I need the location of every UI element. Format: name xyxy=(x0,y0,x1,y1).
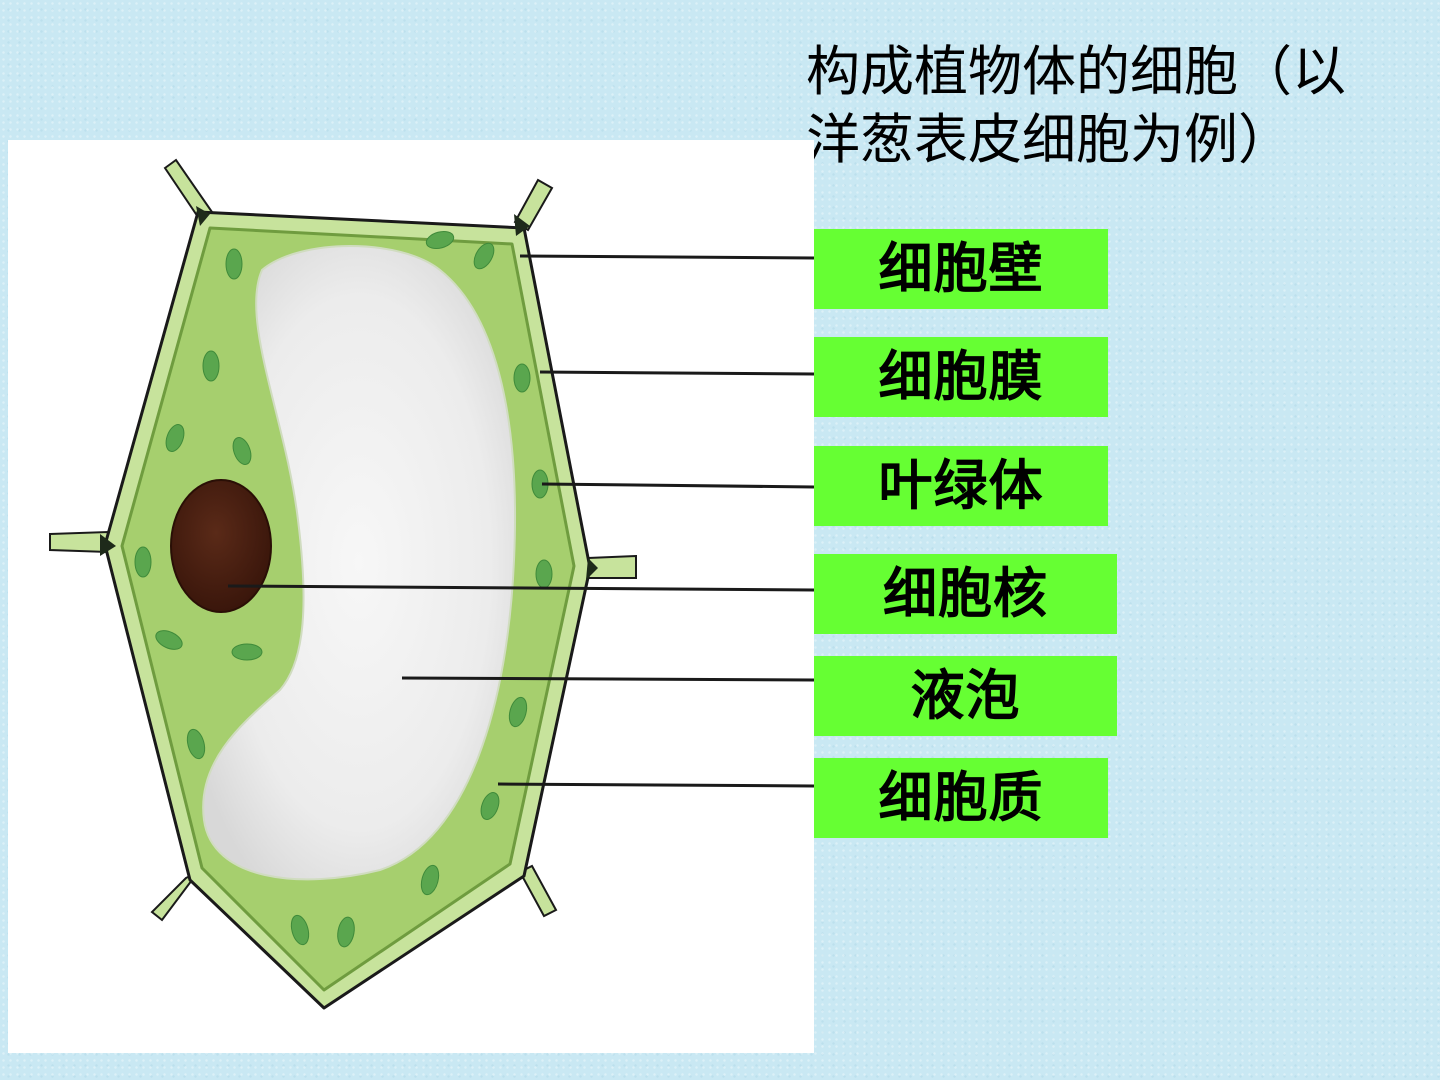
chloroplast xyxy=(337,916,355,948)
chloroplast xyxy=(231,643,263,661)
junction-top-left xyxy=(196,206,210,226)
leader-line-chloroplast xyxy=(541,482,815,489)
leader-line-vacuole xyxy=(401,676,815,682)
chloroplast xyxy=(508,696,528,728)
label-cell-membrane: 细胞膜 xyxy=(814,337,1108,417)
leader-line-cytoplasm xyxy=(497,782,815,788)
slide-title: 构成植物体的细胞（以 洋葱表皮细胞为例） xyxy=(806,38,1406,174)
leader-line-cell-wall xyxy=(519,254,815,260)
wall-junctions xyxy=(100,206,598,580)
junction-left xyxy=(100,534,116,556)
leader-line-nucleus xyxy=(227,584,815,592)
chloroplast xyxy=(225,248,243,280)
chloroplast xyxy=(155,630,183,650)
leader-line-cell-membrane xyxy=(539,370,815,376)
chloroplast xyxy=(186,728,206,760)
leader-lines xyxy=(227,254,815,788)
label-vacuole: 液泡 xyxy=(814,656,1117,736)
label-cytoplasm: 细胞质 xyxy=(814,758,1108,838)
chloroplast xyxy=(473,242,495,270)
adjacent-wall-stubs xyxy=(49,158,637,922)
chloroplast xyxy=(425,230,455,250)
chloroplast xyxy=(165,424,185,452)
junction-top-right xyxy=(514,214,530,236)
title-line-1: 构成植物体的细胞（以 xyxy=(806,40,1346,103)
label-nucleus: 细胞核 xyxy=(814,554,1117,634)
chloroplast xyxy=(232,437,252,465)
nucleus-shape xyxy=(170,479,272,613)
chloroplast xyxy=(202,350,220,382)
title-line-2: 洋葱表皮细胞为例） xyxy=(806,108,1292,171)
junction-right xyxy=(586,558,598,580)
chloroplast xyxy=(513,363,531,393)
wall-stub-bottom-right xyxy=(518,864,558,918)
chloroplast xyxy=(290,914,310,946)
label-chloroplast: 叶绿体 xyxy=(814,446,1108,526)
chloroplasts xyxy=(134,230,553,948)
label-cell-wall: 细胞壁 xyxy=(814,229,1108,309)
chloroplast xyxy=(480,792,500,820)
vacuole-shape xyxy=(202,245,517,881)
chloroplast xyxy=(134,546,152,578)
chloroplast xyxy=(420,864,440,896)
chloroplast xyxy=(535,559,553,589)
wall-stub-left xyxy=(49,530,109,554)
